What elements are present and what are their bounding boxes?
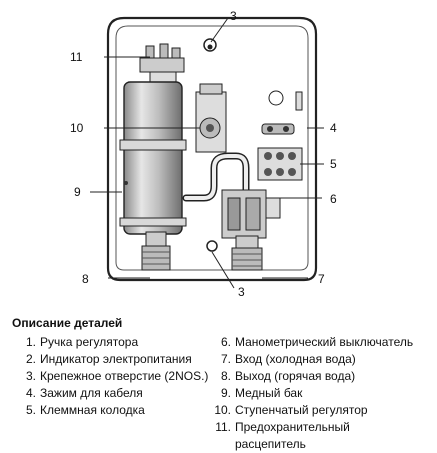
step-regulator [195,83,227,153]
legend-item: 4.Зажим для кабеля [25,386,143,400]
callout-8: 8 [82,272,89,286]
housing-inner [115,25,309,271]
copper-tank [119,81,187,235]
parts-legend: Описание деталей 1.Ручка регулятора 2.Ин… [0,314,437,451]
legend-item: 8.Выход (горячая вода) [220,369,356,383]
callout-5: 5 [330,157,337,171]
mounting-hole-bottom [206,240,218,252]
callout-11: 11 [70,50,83,64]
callout-3-top: 3 [230,9,237,23]
heater-diagram: 3 11 4 10 5 9 6 8 3 7 [70,9,337,299]
legend-item-continuation: расцепитель [235,437,306,451]
legend-item: 6.Манометрический выключатель [220,335,414,349]
cable-clamp [261,123,295,135]
inlet-fitting [231,235,263,271]
legend-item: 1.Ручка регулятора [25,335,139,349]
safety-cutout [139,43,185,83]
outlet-fitting [141,231,171,271]
legend-left-column: 1.Ручка регулятора 2.Индикатор электропи… [18,334,208,419]
callout-6: 6 [330,192,337,206]
callout-9: 9 [74,185,81,199]
legend-title: Описание деталей [12,316,123,330]
legend-item: 9.Медный бак [220,386,303,400]
legend-item: 3.Крепежное отверстие (2NOS.) [25,369,209,383]
legend-item: 5.Клеммная колодка [25,403,145,417]
pressure-switch [221,189,281,239]
callout-3-bottom: 3 [238,285,245,299]
callout-7: 7 [318,272,325,286]
indicator-light [268,90,284,106]
legend-item: 2.Индикатор электропитания [25,352,192,366]
terminal-block [257,147,303,181]
callout-4: 4 [330,121,337,135]
callout-10: 10 [70,121,84,135]
legend-item: 7.Вход (холодная вода) [220,352,356,366]
leader-lines [90,17,324,289]
legend-right-column: 6.Манометрический выключатель 7.Вход (хо… [213,334,413,453]
legend-item: 10.Ступенчатый регулятор [214,403,368,417]
legend-item: 11.Предохранительный [215,420,350,434]
